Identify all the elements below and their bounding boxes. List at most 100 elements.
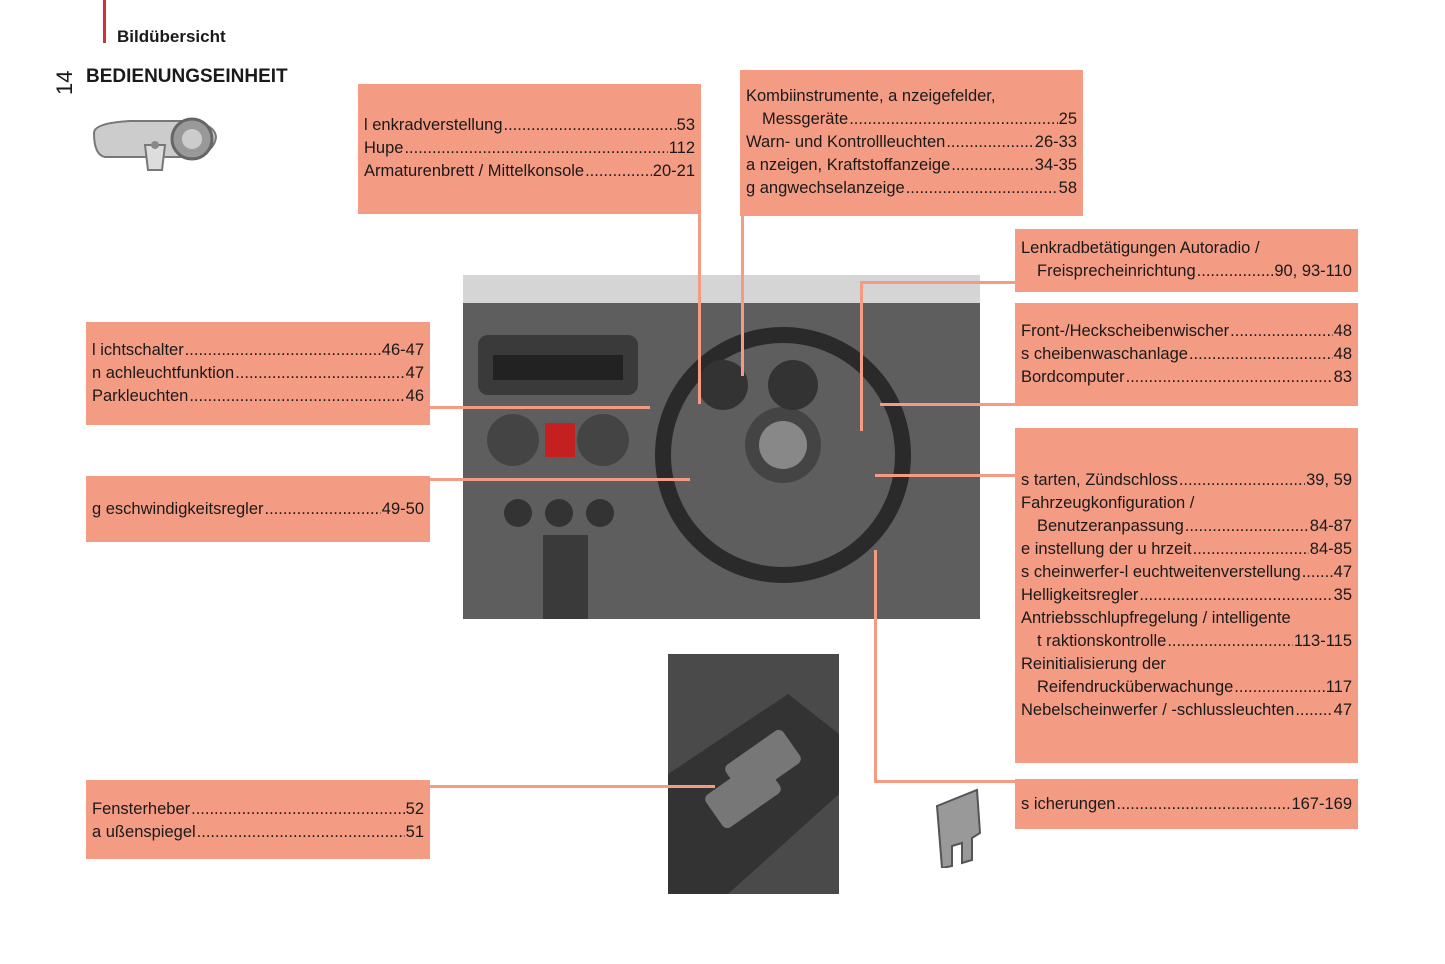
index-entry: Messgeräte25	[746, 108, 1077, 131]
index-entry: Benutzeranpassung 84-87	[1021, 515, 1352, 538]
entry-page-ref: 90, 93-110	[1274, 262, 1352, 280]
entry-page-ref: 46	[405, 387, 424, 405]
entry-label: s cheinwerfer-l euchtweitenverstellung	[1021, 563, 1301, 581]
entry-label: e instellung der u hrzeit	[1021, 540, 1192, 558]
dot-leader	[197, 821, 405, 844]
connector-line	[880, 403, 1015, 406]
wiper-box: Front-/Heckscheibenwischer48s cheibenwas…	[1015, 303, 1358, 406]
entry-label: g angwechselanzeige	[746, 179, 905, 197]
connector-line	[860, 281, 863, 431]
window-switch-photo	[668, 654, 839, 894]
connector-line	[875, 780, 1015, 783]
entry-page-ref: 47	[405, 364, 424, 382]
entry-label: n achleuchtfunktion	[92, 364, 235, 382]
entry-label: Fahrzeugkonfiguration /	[1021, 494, 1195, 512]
steering-box: l enkradverstellung53Hupe112Armaturenbre…	[358, 84, 701, 214]
dot-leader	[951, 154, 1034, 177]
dot-leader	[1139, 584, 1332, 607]
entry-label: Fensterheber	[92, 800, 191, 818]
index-entry: Parkleuchten 46	[92, 385, 424, 408]
entry-page-ref: 58	[1058, 179, 1077, 197]
fuse-icon	[935, 788, 982, 868]
entry-page-ref: 25	[1058, 110, 1077, 128]
connector-line	[430, 785, 715, 788]
index-entry: s cheinwerfer-l euchtweitenverstellung47	[1021, 561, 1352, 584]
index-entry: Reifendrucküberwachunge117	[1021, 676, 1352, 699]
entry-page-ref: 53	[676, 116, 695, 134]
index-entry: Helligkeitsregler35	[1021, 584, 1352, 607]
entry-label: l ichtschalter	[92, 341, 184, 359]
entry-label: s tarten, Zündschloss	[1021, 471, 1178, 489]
page-number: 14	[52, 70, 77, 95]
dot-leader	[1179, 469, 1305, 492]
entry-label: Antriebsschlupfregelung / intelligente	[1021, 609, 1291, 627]
entry-page-ref: 113-115	[1293, 632, 1352, 650]
dot-leader	[185, 339, 381, 362]
connector-line	[861, 281, 1015, 284]
entry-page-ref: 26-33	[1034, 133, 1077, 151]
dot-leader	[585, 160, 652, 183]
index-entry: Front-/Heckscheibenwischer 48	[1021, 320, 1352, 343]
dot-leader	[265, 498, 381, 521]
dot-leader	[1167, 630, 1293, 653]
entry-label: Benutzeranpassung	[1037, 517, 1184, 535]
index-entry: Reinitialisierung der	[1021, 653, 1352, 676]
index-entry: Lenkradbetätigungen Autoradio /	[1021, 237, 1352, 260]
index-entry: Warn- und Kontrollleuchten 26-33	[746, 131, 1077, 154]
fuses-box: s icherungen167-169	[1015, 779, 1358, 829]
lights-box: l ichtschalter 46-47 n achleuchtfunktion 47…	[86, 322, 430, 425]
entry-page-ref: 48	[1333, 322, 1352, 340]
entry-label: Warn- und Kontrollleuchten	[746, 133, 946, 151]
dot-leader	[1230, 320, 1332, 343]
dashboard-photo	[463, 275, 980, 619]
dot-leader	[189, 385, 404, 408]
entry-label: Kombiinstrumente, a nzeigefelder,	[746, 87, 996, 105]
entry-page-ref: 167-169	[1291, 795, 1352, 813]
entry-page-ref: 46-47	[381, 341, 424, 359]
dot-leader	[1197, 260, 1274, 283]
connector-line	[430, 406, 650, 409]
entry-page-ref: 84-87	[1309, 517, 1352, 535]
dashboard-icon	[92, 117, 218, 171]
dot-leader	[849, 108, 1057, 131]
index-entry: Fensterheber52	[92, 798, 424, 821]
entry-page-ref: 48	[1333, 345, 1352, 363]
dot-leader	[404, 137, 667, 160]
page-title: BEDIENUNGSEINHEIT	[86, 66, 288, 87]
dot-leader	[1189, 343, 1333, 366]
entry-page-ref: 47	[1333, 701, 1352, 719]
entry-page-ref: 112	[668, 139, 695, 157]
connector-line	[875, 474, 1015, 477]
index-entry: e instellung der u hrzeit84-85	[1021, 538, 1352, 561]
dot-leader	[1185, 515, 1309, 538]
entry-page-ref: 51	[405, 823, 424, 841]
ignition-box: s tarten, Zündschloss39, 59 Fahrzeugkonfi…	[1015, 428, 1358, 763]
index-entry: g angwechselanzeige 58	[746, 177, 1077, 200]
index-entry: s cheibenwaschanlage48	[1021, 343, 1352, 366]
index-entry: Freisprecheinrichtung 90, 93-110	[1021, 260, 1352, 283]
entry-label: Parkleuchten	[92, 387, 189, 405]
instrument-box: Kombiinstrumente, a nzeigefelder, Messger…	[740, 70, 1083, 216]
index-entry: a ußenspiegel 51	[92, 821, 424, 844]
index-entry: Armaturenbrett / Mittelkonsole20-21	[364, 160, 695, 183]
connector-line	[874, 550, 877, 783]
index-entry: l ichtschalter 46-47	[92, 339, 424, 362]
dot-leader	[235, 362, 404, 385]
dot-leader	[1193, 538, 1309, 561]
entry-page-ref: 35	[1333, 586, 1352, 604]
entry-label: Reifendrucküberwachunge	[1037, 678, 1234, 696]
index-entry: s icherungen167-169	[1021, 793, 1352, 816]
connector-line	[698, 214, 701, 404]
entry-page-ref: 34-35	[1034, 156, 1077, 174]
section-title: Bildübersicht	[117, 27, 226, 46]
dot-leader	[191, 798, 405, 821]
entry-label: Hupe	[364, 139, 404, 157]
index-entry: s tarten, Zündschloss39, 59	[1021, 469, 1352, 492]
cruise-control-box: g eschwindigkeitsregler49-50	[86, 476, 430, 542]
entry-label: Front-/Heckscheibenwischer	[1021, 322, 1230, 340]
radio-controls-box: Lenkradbetätigungen Autoradio /Freisprec…	[1015, 229, 1358, 292]
entry-label: a ußenspiegel	[92, 823, 196, 841]
entry-page-ref: 83	[1333, 368, 1352, 386]
entry-label: Freisprecheinrichtung	[1037, 262, 1196, 280]
dot-leader	[504, 114, 676, 137]
